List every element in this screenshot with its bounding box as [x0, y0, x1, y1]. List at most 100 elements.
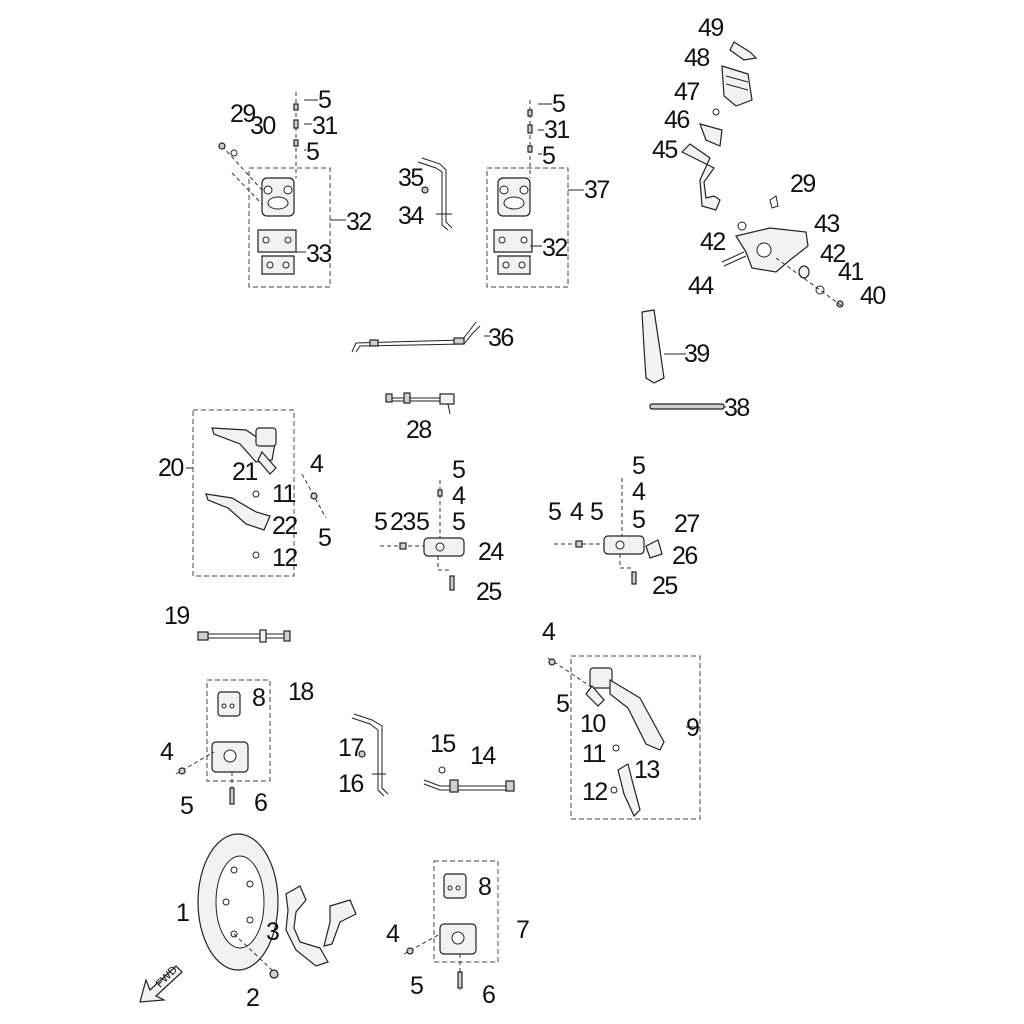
callout-48: 48	[684, 44, 709, 72]
caliper-assembly-18	[175, 691, 249, 806]
callout-49: 49	[698, 14, 723, 42]
callout-24: 24	[478, 538, 504, 566]
callout-4: 4	[570, 498, 584, 526]
callout-19: 19	[164, 602, 189, 630]
callout-38: 38	[724, 394, 749, 422]
callout-13: 13	[634, 756, 659, 784]
callout-39: 39	[684, 340, 709, 368]
callout-36: 36	[488, 324, 513, 352]
brake-disc-1	[197, 833, 279, 979]
callout-5: 5	[416, 508, 429, 536]
caliper-assembly-7	[403, 873, 477, 990]
callout-5: 5	[542, 142, 555, 170]
cover-39	[641, 309, 665, 384]
brake-hose-28	[385, 392, 455, 415]
callout-numbers: 1 2 3 4 5 6 7 8 6 4 5 8 18 9 10 11 12 13…	[158, 14, 887, 1012]
callout-31: 31	[312, 112, 337, 140]
callout-26: 26	[672, 542, 697, 570]
callout-7: 7	[516, 916, 529, 944]
callout-42: 42	[700, 228, 725, 256]
callout-35: 35	[398, 164, 423, 192]
callout-5: 5	[410, 972, 423, 1000]
master-cylinder-24	[380, 480, 465, 591]
caliper-assembly-left	[218, 92, 299, 275]
callout-25: 25	[652, 572, 677, 600]
callout-45: 45	[652, 136, 677, 164]
callout-5: 5	[632, 506, 645, 534]
callout-11: 11	[582, 740, 606, 768]
callout-47: 47	[674, 78, 699, 106]
callout-32: 32	[542, 234, 567, 262]
brake-line-34	[417, 157, 453, 231]
callout-32: 32	[346, 208, 371, 236]
callout-9: 9	[686, 714, 699, 742]
callout-29: 29	[230, 100, 255, 128]
strap-38	[649, 403, 725, 410]
callout-5: 5	[552, 90, 565, 118]
callout-5: 5	[632, 452, 645, 480]
callout-5: 5	[180, 792, 193, 820]
callout-25: 25	[476, 578, 501, 606]
callout-15: 15	[430, 730, 455, 758]
callout-43: 43	[814, 210, 839, 238]
callout-23: 23	[390, 508, 415, 536]
callout-5: 5	[318, 524, 331, 552]
callout-40: 40	[860, 282, 885, 310]
callout-5: 5	[590, 498, 603, 526]
callout-46: 46	[664, 106, 689, 134]
callout-6: 6	[482, 981, 495, 1009]
callout-8: 8	[252, 684, 265, 712]
callout-6: 6	[254, 789, 267, 817]
callout-4: 4	[632, 478, 646, 506]
brake-hose-19	[197, 629, 291, 643]
callout-41: 41	[838, 258, 863, 286]
callout-11: 11	[272, 480, 296, 508]
callout-5: 5	[318, 86, 331, 114]
callout-42: 42	[820, 240, 845, 268]
callout-10: 10	[580, 710, 605, 738]
master-cylinder-26	[554, 478, 663, 585]
brake-line-16	[351, 713, 389, 797]
callout-12: 12	[272, 544, 297, 572]
callout-44: 44	[688, 272, 714, 300]
callout-5: 5	[548, 498, 561, 526]
callout-14: 14	[470, 742, 496, 770]
callout-8: 8	[478, 873, 491, 901]
callout-5: 5	[452, 456, 465, 484]
brake-line-36	[351, 321, 481, 353]
callout-28: 28	[406, 416, 431, 444]
clutch-lever-assembly-20	[205, 427, 327, 559]
callout-20: 20	[158, 454, 183, 482]
assembly-box-20	[192, 409, 295, 577]
callout-22: 22	[272, 512, 297, 540]
callout-29: 29	[790, 170, 815, 198]
callout-1: 1	[176, 899, 189, 927]
brake-line-14	[423, 766, 515, 793]
callout-37: 37	[584, 176, 609, 204]
fwd-arrow-icon	[139, 965, 183, 1003]
callout-16: 16	[338, 770, 363, 798]
callout-18: 18	[288, 678, 313, 706]
callout-5: 5	[556, 690, 569, 718]
callout-31: 31	[544, 116, 569, 144]
assembly-box-37	[486, 167, 569, 288]
callout-4: 4	[310, 450, 324, 478]
callout-5: 5	[452, 508, 465, 536]
caliper-bracket-3	[285, 885, 357, 967]
callout-30: 30	[250, 112, 275, 140]
callout-5: 5	[306, 138, 319, 166]
callout-4: 4	[386, 920, 400, 948]
callout-17: 17	[338, 734, 363, 762]
callout-3: 3	[266, 918, 279, 946]
callout-27: 27	[674, 510, 699, 538]
callout-33: 33	[306, 240, 331, 268]
callout-4: 4	[542, 618, 556, 646]
brake-pedal-assembly	[680, 41, 844, 308]
assembly-box-9	[570, 655, 701, 820]
leader-lines	[186, 99, 726, 728]
callout-5: 5	[374, 508, 387, 536]
assembly-box-7	[433, 860, 499, 963]
callout-2: 2	[246, 984, 259, 1012]
callout-4: 4	[160, 738, 174, 766]
assembly-box-18	[206, 679, 271, 782]
